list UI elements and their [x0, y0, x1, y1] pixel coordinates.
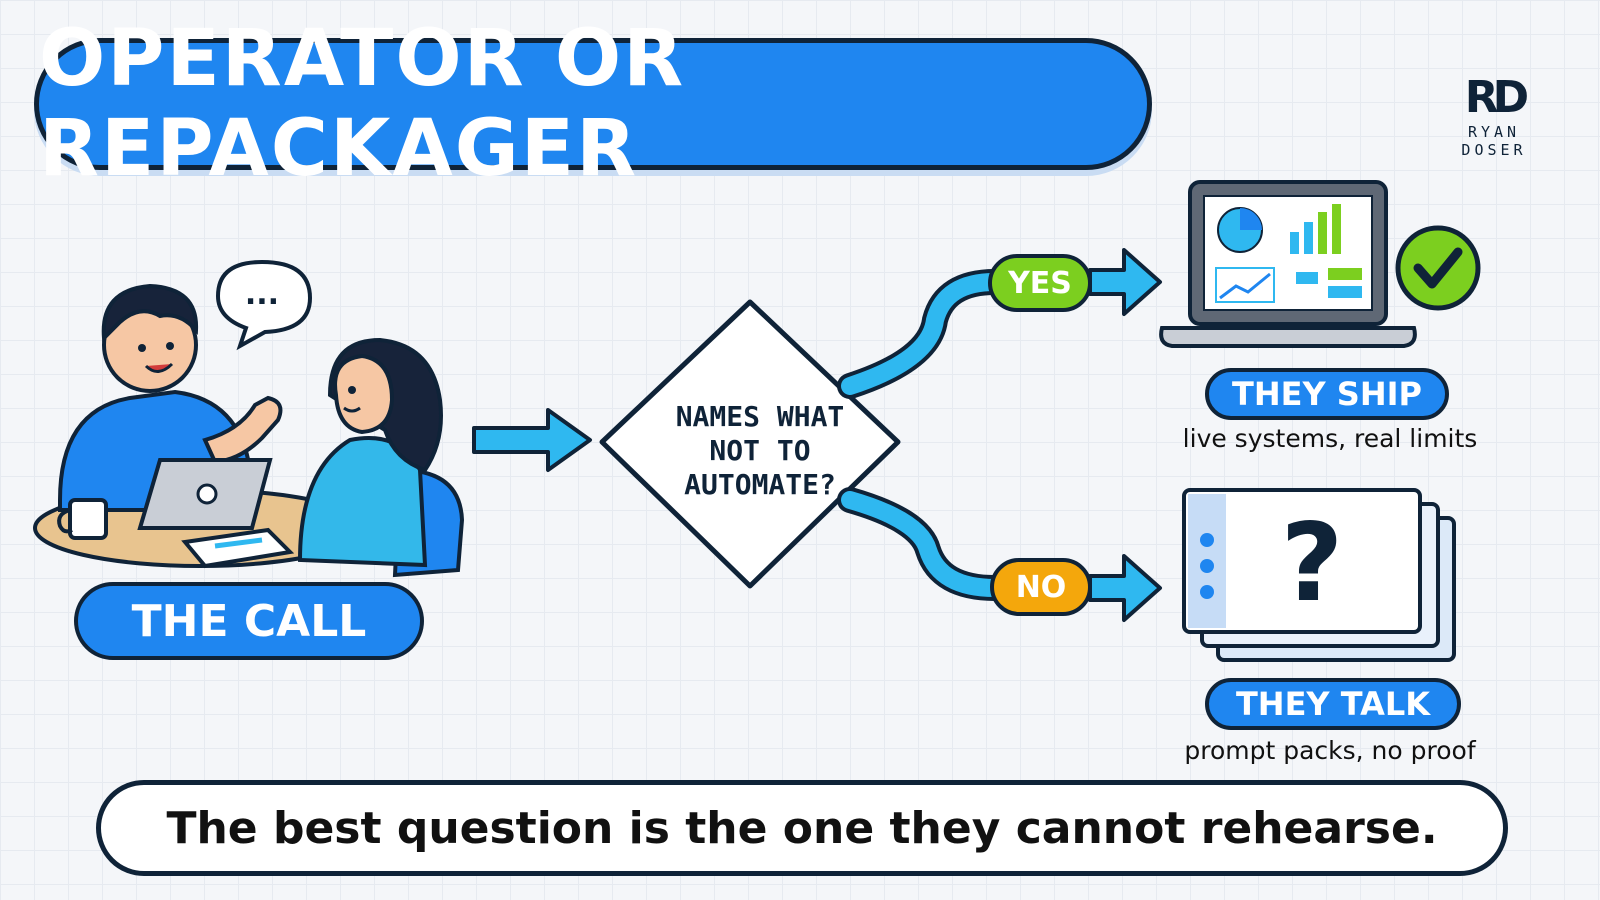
- yes-badge: YES: [988, 254, 1092, 312]
- call-illustration: ...: [33, 259, 465, 578]
- talk-detail: prompt packs, no proof: [1184, 736, 1476, 765]
- logo-line-1: RYAN: [1467, 123, 1521, 141]
- caption-text: The best question is the one they cannot…: [166, 802, 1438, 854]
- laptop-dashboard-icon: [1159, 180, 1417, 348]
- ship-label: THEY SHIP: [1205, 368, 1449, 420]
- decision-line-1: NAMES WHAT: [675, 400, 845, 433]
- decision-line-3: AUTOMATE?: [684, 468, 836, 501]
- decision-question: NAMES WHAT NOT TO AUTOMATE?: [640, 400, 880, 502]
- title-banner: OPERATOR OR REPACKAGER: [34, 14, 1152, 194]
- check-icon: [1395, 225, 1481, 311]
- svg-text:?: ?: [1281, 501, 1344, 626]
- ship-detail: live systems, real limits: [1182, 424, 1478, 453]
- question-slides-icon: ?: [1182, 488, 1456, 662]
- rd-monogram-icon: RD: [1464, 72, 1529, 123]
- no-arrow-head: [1088, 554, 1162, 622]
- page-title: OPERATOR OR REPACKAGER: [39, 14, 686, 194]
- speech-text: ...: [245, 277, 279, 312]
- decision-line-2: NOT TO: [709, 434, 811, 467]
- arrow-call-to-decision: [472, 408, 592, 472]
- logo: RD RYAN DOSER: [1434, 72, 1554, 159]
- talk-label: THEY TALK: [1205, 678, 1461, 730]
- yes-arrow-head: [1088, 248, 1162, 316]
- no-badge: NO: [990, 558, 1092, 616]
- caption-banner: The best question is the one they cannot…: [96, 780, 1508, 876]
- logo-line-2: DOSER: [1461, 141, 1527, 159]
- call-label: THE CALL: [74, 582, 424, 660]
